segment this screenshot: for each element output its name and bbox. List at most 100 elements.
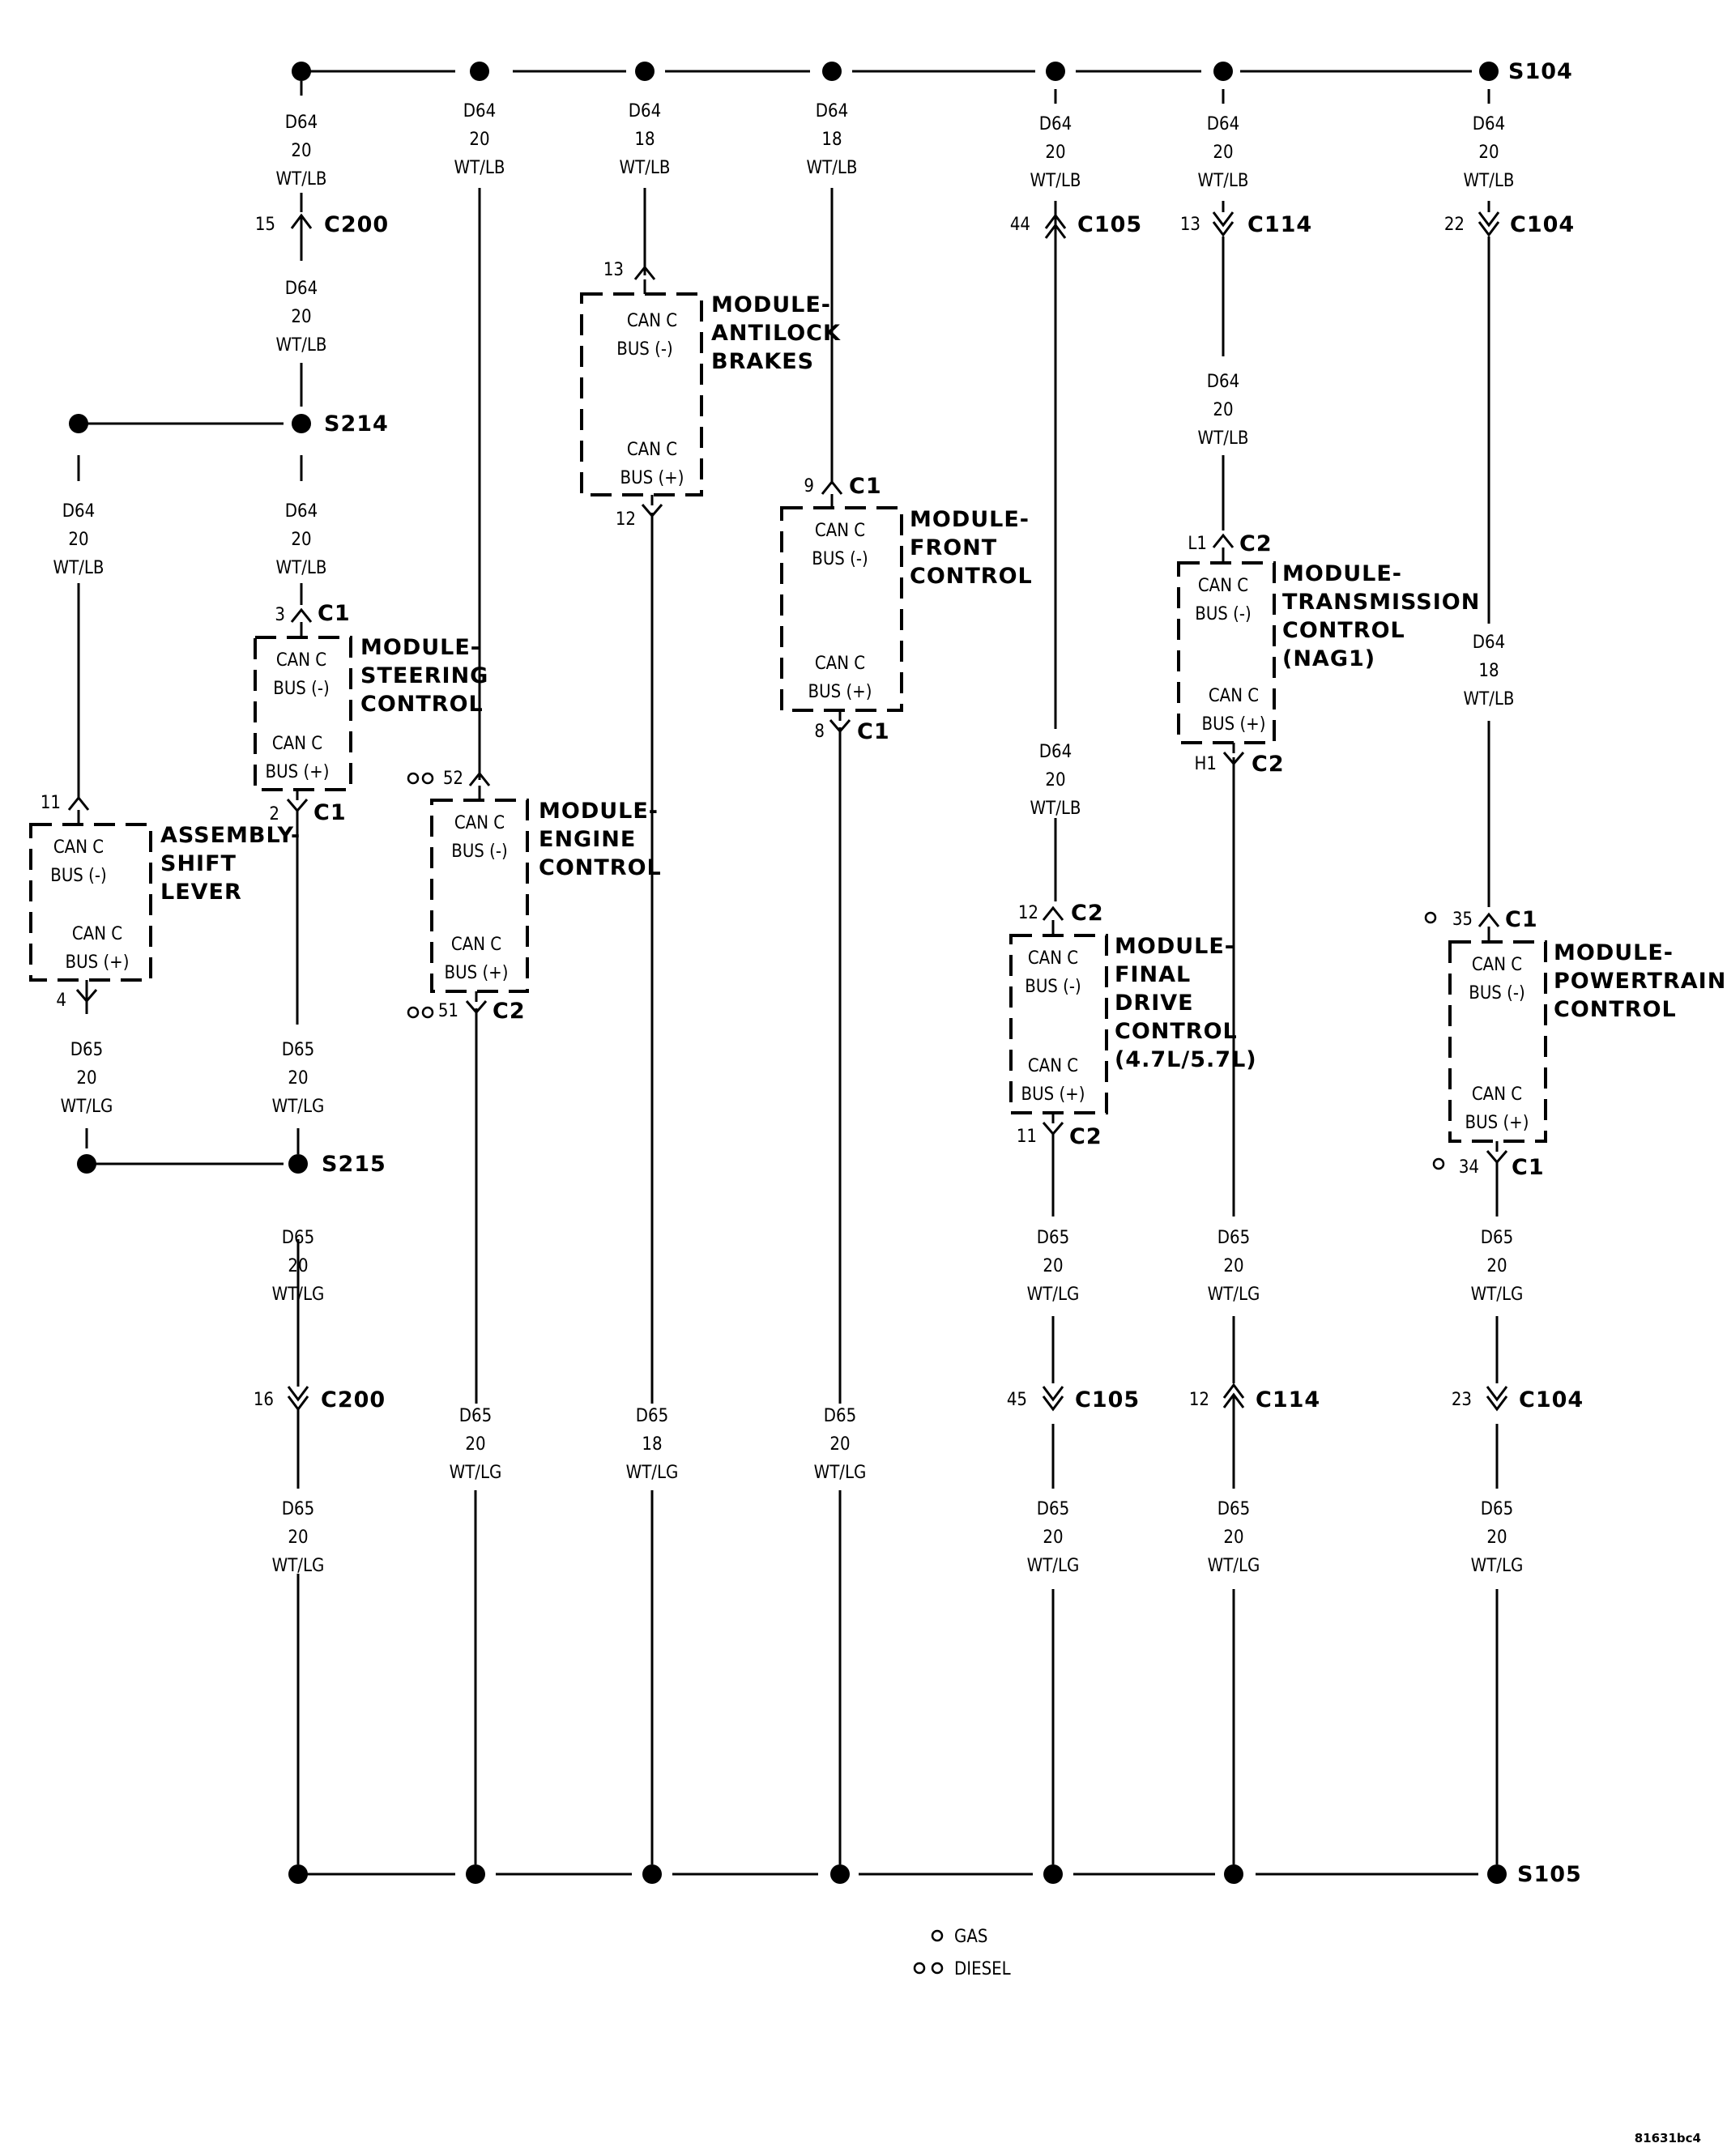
svg-text:CONTROL: CONTROL	[539, 855, 662, 880]
svg-text:20: 20	[291, 530, 311, 550]
svg-text:3: 3	[275, 605, 285, 625]
svg-text:CAN C: CAN C	[1472, 1084, 1522, 1105]
svg-text:C114: C114	[1256, 1387, 1320, 1412]
svg-text:BUS (-): BUS (-)	[451, 842, 508, 862]
svg-text:12: 12	[1018, 903, 1038, 923]
svg-text:C2: C2	[493, 999, 526, 1024]
svg-text:BUS (-): BUS (-)	[1025, 977, 1081, 997]
svg-text:C105: C105	[1075, 1387, 1140, 1412]
svg-text:WT/LB: WT/LB	[807, 158, 858, 178]
wire-label: D65 20 WT/LG	[450, 1406, 502, 1483]
svg-text:ANTILOCK: ANTILOCK	[711, 321, 841, 346]
top-wire-labels: D64 20 WT/LB D64 20 WT/LB D64 18 WT/LB D…	[276, 101, 1515, 191]
module-name-engine: MODULE- ENGINE CONTROL	[539, 799, 662, 880]
svg-text:D64: D64	[62, 501, 95, 522]
svg-text:23: 23	[1452, 1390, 1472, 1410]
svg-text:9: 9	[804, 476, 814, 496]
legend-diesel-label: DIESEL	[954, 1959, 1011, 1979]
svg-text:C105: C105	[1077, 212, 1142, 237]
svg-text:WT/LG: WT/LG	[1208, 1285, 1260, 1305]
svg-text:POWERTRAIN: POWERTRAIN	[1554, 969, 1726, 994]
wire-label: D65 20 WT/LG	[814, 1406, 867, 1483]
svg-text:CONTROL: CONTROL	[1115, 1019, 1238, 1044]
wire-label: D65 20 WT/LG	[1208, 1228, 1260, 1305]
svg-text:D64: D64	[285, 113, 318, 133]
svg-text:11: 11	[1017, 1127, 1037, 1147]
svg-text:D65: D65	[1037, 1228, 1069, 1248]
svg-text:BUS (-): BUS (-)	[812, 549, 868, 569]
svg-text:STEERING: STEERING	[360, 663, 488, 688]
svg-text:18: 18	[821, 130, 842, 150]
svg-text:WT/LG: WT/LG	[1471, 1556, 1524, 1576]
splice-nodes	[69, 414, 311, 1174]
svg-text:WT/LG: WT/LG	[272, 1285, 325, 1305]
svg-text:12: 12	[616, 509, 636, 530]
svg-text:CAN C: CAN C	[1028, 948, 1078, 969]
svg-text:SHIFT: SHIFT	[160, 851, 237, 876]
svg-text:BUS (+): BUS (+)	[620, 468, 684, 488]
svg-text:BUS (-): BUS (-)	[273, 679, 330, 699]
module-name-final-drive: MODULE- FINAL DRIVE CONTROL (4.7L/5.7L)	[1115, 934, 1257, 1072]
wire-label: D64 20 WT/LB	[1198, 372, 1249, 449]
svg-text:C200: C200	[321, 1387, 386, 1412]
svg-text:20: 20	[469, 130, 489, 150]
svg-text:(4.7L/5.7L): (4.7L/5.7L)	[1115, 1047, 1257, 1072]
svg-text:34: 34	[1459, 1157, 1479, 1178]
svg-text:ASSEMBLY-: ASSEMBLY-	[160, 823, 301, 848]
svg-text:20: 20	[288, 1256, 308, 1276]
svg-text:CONTROL: CONTROL	[360, 692, 484, 717]
module-name-front-control: MODULE- FRONT CONTROL	[910, 507, 1032, 589]
svg-text:CAN C: CAN C	[451, 935, 501, 955]
svg-text:WT/LG: WT/LG	[1027, 1285, 1080, 1305]
splice-s105-label: S105	[1517, 1862, 1582, 1887]
svg-text:WT/LG: WT/LG	[1208, 1556, 1260, 1576]
svg-text:D65: D65	[636, 1406, 668, 1426]
svg-text:CAN C: CAN C	[627, 311, 677, 331]
engine-option-markers	[407, 772, 1445, 1170]
svg-text:C1: C1	[313, 800, 347, 825]
module-name-transmission: MODULE- TRANSMISSION CONTROL (NAG1)	[1282, 561, 1479, 671]
wire-label: D64 20 WT/LB	[1198, 114, 1249, 191]
svg-text:D65: D65	[70, 1040, 103, 1060]
svg-text:20: 20	[291, 141, 311, 161]
svg-text:20: 20	[1213, 143, 1233, 163]
svg-text:WT/LG: WT/LG	[1027, 1556, 1080, 1576]
wire-label: D65 20 WT/LG	[272, 1228, 325, 1305]
svg-text:44: 44	[1010, 215, 1030, 235]
svg-text:12: 12	[1189, 1390, 1209, 1410]
svg-text:C2: C2	[1239, 531, 1273, 556]
svg-text:C1: C1	[1512, 1155, 1545, 1180]
legend-gas-label: GAS	[954, 1927, 987, 1947]
svg-text:52: 52	[443, 769, 463, 789]
wire-label: D65 20 WT/LG	[272, 1499, 325, 1576]
svg-text:CAN C: CAN C	[1198, 576, 1248, 596]
svg-text:WT/LB: WT/LB	[1030, 171, 1081, 191]
svg-text:BUS (-): BUS (-)	[616, 339, 673, 360]
wire-label: D64 18 WT/LB	[807, 101, 858, 178]
svg-text:C200: C200	[324, 212, 389, 237]
inline-connector-labels: 15 C200 44 C105 13 C114 22 C104 16 C200 …	[254, 212, 1584, 1412]
splice-s104-label: S104	[1508, 59, 1573, 84]
svg-text:D65: D65	[1037, 1499, 1069, 1519]
wire-label: D65 20 WT/LG	[1471, 1228, 1524, 1305]
svg-text:51: 51	[438, 1001, 458, 1021]
wire-label: D64 20 WT/LB	[1030, 742, 1081, 819]
svg-text:WT/LB: WT/LB	[276, 558, 327, 578]
svg-text:45: 45	[1007, 1390, 1027, 1410]
svg-text:4: 4	[56, 991, 66, 1011]
svg-text:D64: D64	[1207, 114, 1239, 134]
svg-text:C104: C104	[1519, 1387, 1584, 1412]
svg-text:20: 20	[1045, 770, 1065, 790]
svg-text:BUS (+): BUS (+)	[66, 952, 130, 973]
svg-text:L1: L1	[1188, 534, 1207, 554]
svg-text:DRIVE: DRIVE	[1115, 991, 1194, 1016]
svg-text:C2: C2	[1069, 1124, 1102, 1149]
wire-label: D65 20 WT/LG	[1208, 1499, 1260, 1576]
svg-text:WT/LB: WT/LB	[276, 169, 327, 190]
svg-text:C1: C1	[318, 601, 351, 626]
